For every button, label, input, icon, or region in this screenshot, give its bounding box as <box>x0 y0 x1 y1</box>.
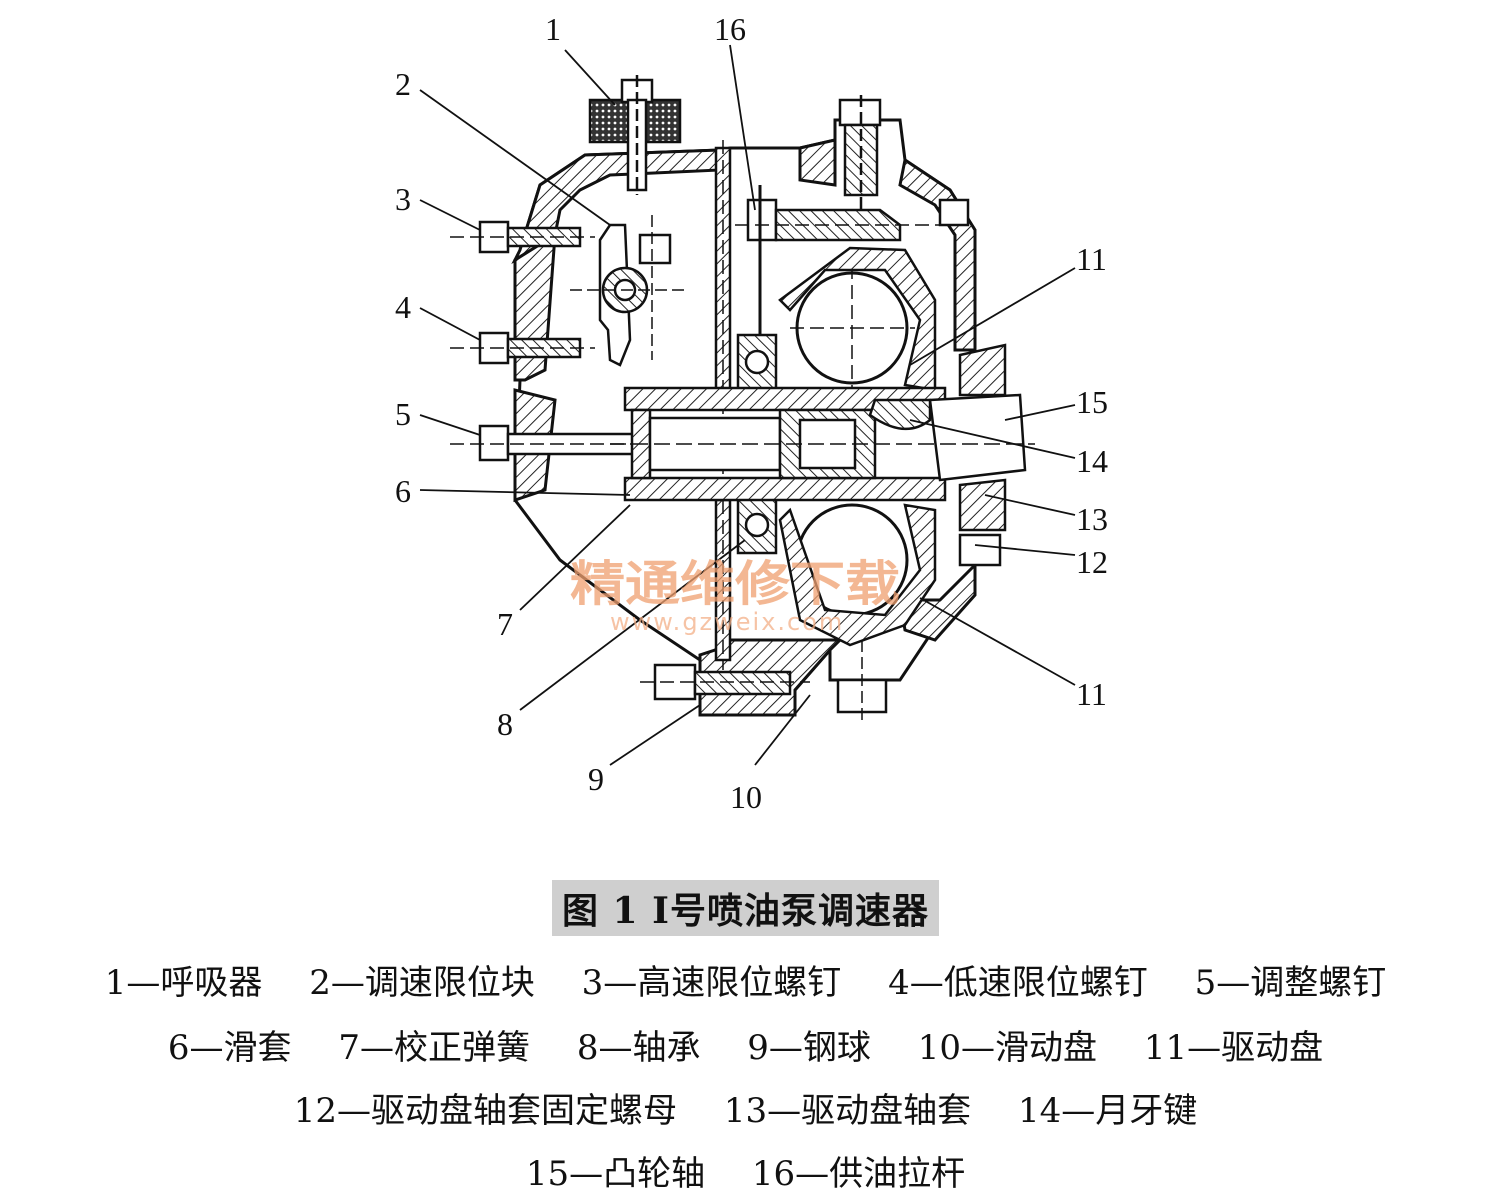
callout-4: 4 <box>395 289 411 325</box>
callout-3: 3 <box>395 181 411 217</box>
left-screws <box>450 220 640 462</box>
callout-2: 2 <box>395 66 411 102</box>
top-right-bolt <box>838 95 882 215</box>
callout-11-bottom: 11 <box>1076 676 1107 712</box>
callout-12: 12 <box>1076 544 1108 580</box>
callout-13: 13 <box>1076 501 1108 537</box>
legend-item: 7—校正弹簧 <box>338 1028 531 1068</box>
legend-item: 3—高速限位螺钉 <box>581 963 842 1003</box>
bottom-bolts <box>640 640 888 725</box>
legend-line-3: 12—驱动盘轴套固定螺母 13—驱动盘轴套 14—月牙键 <box>0 1083 1491 1132</box>
legend-item: 6—滑套 <box>167 1028 292 1068</box>
legend-item: 5—调整螺钉 <box>1194 963 1387 1003</box>
speed-limit-block <box>570 215 685 367</box>
legend-line-1: 1—呼吸器 2—调速限位块 3—高速限位螺钉 4—低速限位螺钉 5—调整螺钉 <box>0 955 1491 1004</box>
callout-numbers: 1 16 2 3 4 5 6 7 8 9 10 11 15 14 13 12 1… <box>395 11 1108 815</box>
callout-15: 15 <box>1076 384 1108 420</box>
figure-caption: 图 1 Ⅰ号喷油泵调速器 <box>0 880 1491 936</box>
legend-item: 11—驱动盘 <box>1143 1028 1324 1068</box>
callout-8: 8 <box>497 706 513 742</box>
legend-item: 16—供油拉杆 <box>751 1154 966 1194</box>
callout-1: 1 <box>545 11 561 47</box>
steel-ball-upper <box>790 265 915 390</box>
callout-16: 16 <box>714 11 746 47</box>
legend-item: 2—调速限位块 <box>309 963 535 1003</box>
leader-lines <box>419 44 1076 766</box>
callout-14: 14 <box>1076 443 1108 479</box>
drive-disc <box>778 246 937 647</box>
bearing <box>736 333 778 555</box>
divider-plate <box>714 140 732 670</box>
breather-cap <box>588 75 682 195</box>
legend-item: 8—轴承 <box>576 1028 701 1068</box>
legend-item: 13—驱动盘轴套 <box>723 1091 972 1131</box>
watermark: 精通维修下载 www.gzweix.com <box>570 556 900 636</box>
callout-7: 7 <box>497 606 513 642</box>
legend-item: 12—驱动盘轴套固定螺母 <box>293 1091 678 1131</box>
legend-line-2: 6—滑套 7—校正弹簧 8—轴承 9—钢球 10—滑动盘 11—驱动盘 <box>0 1020 1491 1069</box>
watermark-text: 精通维修下载 <box>570 556 900 612</box>
callout-5: 5 <box>395 396 411 432</box>
legend-item: 1—呼吸器 <box>104 963 263 1003</box>
callout-6: 6 <box>395 473 411 509</box>
callout-9: 9 <box>588 761 604 797</box>
legend-item: 15—凸轮轴 <box>525 1154 706 1194</box>
callout-11-top: 11 <box>1076 241 1107 277</box>
governor-cross-section-drawing: 1 16 2 3 4 5 6 7 8 9 10 11 15 14 13 12 1… <box>395 11 1108 815</box>
watermark-url: www.gzweix.com <box>610 608 844 636</box>
figure-title: 图 1 Ⅰ号喷油泵调速器 <box>552 880 939 936</box>
legend-line-4: 15—凸轮轴 16—供油拉杆 <box>0 1146 1491 1195</box>
legend-item: 9—钢球 <box>747 1028 871 1068</box>
fuel-control-rod <box>735 185 975 395</box>
legend-item: 14—月牙键 <box>1017 1091 1198 1131</box>
callout-10: 10 <box>730 779 762 815</box>
drive-disc-sleeve <box>958 343 1007 567</box>
legend-item: 10—滑动盘 <box>917 1028 1097 1068</box>
legend-item: 4—低速限位螺钉 <box>888 963 1148 1003</box>
